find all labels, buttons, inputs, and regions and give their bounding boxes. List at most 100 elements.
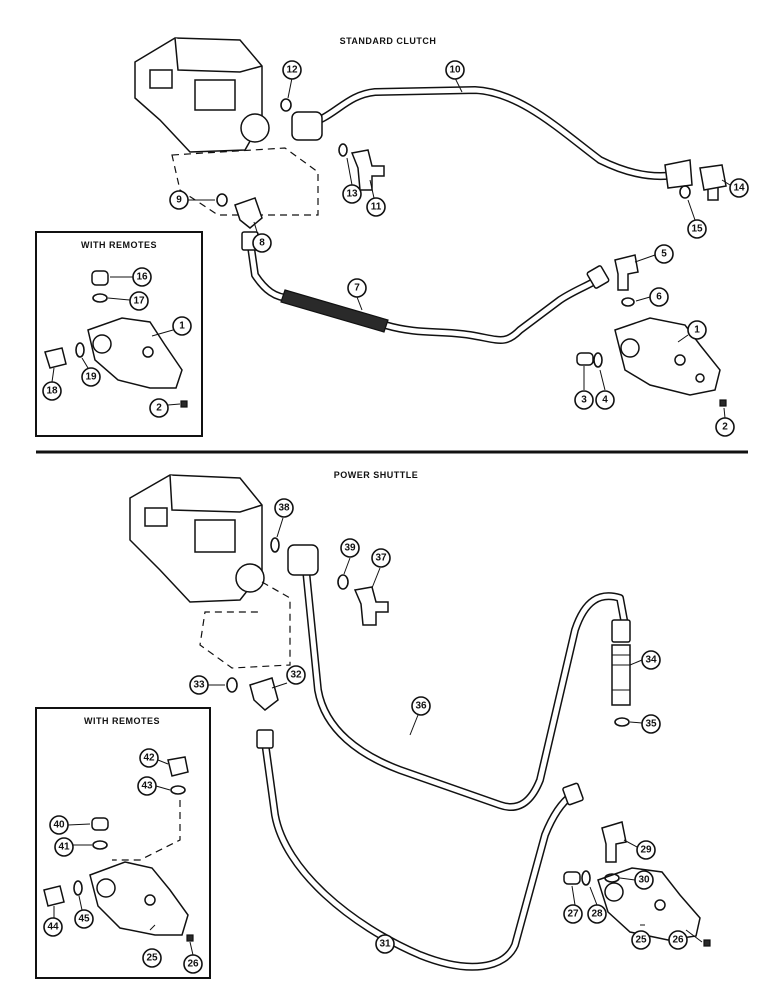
callout-34: 34 [641,650,661,670]
callout-1-inset: 1 [172,316,192,336]
callout-26-right: 26 [668,930,688,950]
oring-39 [337,574,349,590]
callout-33: 33 [189,675,209,695]
oring-41 [92,840,108,850]
valve-body-top [134,37,270,153]
oring-28 [581,870,591,886]
svg-text:6: 6 [656,292,662,303]
svg-text:17: 17 [133,296,145,307]
elbow-fitting-8 [234,197,263,229]
svg-text:38: 38 [278,503,290,514]
gasket-outline-top [171,147,319,216]
elbow-fitting-32 [249,677,279,711]
oring-13 [338,143,348,157]
callout-9: 9 [169,190,189,210]
pin-2-inset [180,400,188,408]
remotes-dash-bottom [112,800,181,861]
svg-text:41: 41 [58,842,70,853]
power-shuttle-title: POWER SHUTTLE [334,470,419,480]
fitting-14 [699,164,727,201]
callout-1-right: 1 [687,320,707,340]
callout-27: 27 [563,904,583,924]
callout-36: 36 [411,696,431,716]
svg-text:2: 2 [722,422,728,433]
plug-40 [91,817,109,831]
callout-15: 15 [687,219,707,239]
svg-text:10: 10 [449,65,461,76]
leaders-top [51,77,731,419]
svg-text:36: 36 [415,701,427,712]
pipe-7-lower-nut [586,265,610,289]
svg-text:19: 19 [85,372,97,383]
pin-26-inset [186,934,194,942]
pipe-36-end-nut [611,619,631,643]
callout-8: 8 [252,233,272,253]
svg-text:3: 3 [581,395,587,406]
svg-text:40: 40 [53,820,65,831]
callout-40: 40 [49,815,69,835]
svg-text:12: 12 [286,65,298,76]
svg-text:14: 14 [733,183,745,194]
housing-1-inset [87,317,183,389]
banjo-fitting-bottom [287,544,319,576]
callout-44: 44 [43,917,63,937]
svg-text:28: 28 [591,909,603,920]
callout-25-inset: 25 [142,948,162,968]
svg-text:31: 31 [379,939,391,950]
callout-5: 5 [654,244,674,264]
callout-37: 37 [371,548,391,568]
fitting-34 [611,644,631,706]
callout-18: 18 [42,381,62,401]
svg-text:9: 9 [176,195,182,206]
callout-3: 3 [574,390,594,410]
svg-text:39: 39 [344,543,356,554]
oring-43 [170,785,186,795]
callout-32: 32 [286,665,306,685]
callout-10: 10 [445,60,465,80]
oring-15 [679,185,691,199]
callout-16: 16 [132,267,152,287]
oring-30 [604,873,620,883]
svg-text:1: 1 [694,325,700,336]
oring-4 [593,352,603,368]
callout-11: 11 [366,197,386,217]
gasket-outline-bottom [199,581,291,669]
pipe-10 [301,86,679,181]
svg-text:29: 29 [640,845,652,856]
oring-38 [270,537,280,553]
plug-3 [576,352,594,366]
callout-12: 12 [282,60,302,80]
bolt-11 [350,149,385,191]
pipe-31-upper-nut [256,729,274,749]
housing-25-inset [89,861,189,936]
pipe-31 [261,738,576,971]
callout-31: 31 [375,934,395,954]
callout-45: 45 [74,909,94,929]
oring-33 [226,677,238,693]
svg-text:34: 34 [645,655,657,666]
pipe-7-sleeve [280,289,389,333]
callout-17: 17 [129,291,149,311]
callout-4: 4 [595,390,615,410]
valve-body-bottom [129,474,265,603]
svg-text:45: 45 [78,914,90,925]
pipe-7 [246,236,604,344]
svg-text:44: 44 [47,922,59,933]
svg-text:26: 26 [187,959,199,970]
pipe-10-end-fitting [664,159,693,189]
svg-text:5: 5 [661,249,667,260]
callout-6: 6 [649,287,669,307]
plug-16 [91,270,109,286]
housing-25-right [597,867,701,941]
leaders-bottom [53,517,703,956]
callout-14: 14 [729,178,749,198]
svg-text:4: 4 [602,395,608,406]
callout-7: 7 [347,278,367,298]
svg-text:37: 37 [375,553,387,564]
svg-text:30: 30 [638,875,650,886]
callout-25-right: 25 [631,930,651,950]
svg-text:7: 7 [354,283,360,294]
callout-2-right: 2 [715,417,735,437]
with-remotes-box-top [35,231,203,437]
